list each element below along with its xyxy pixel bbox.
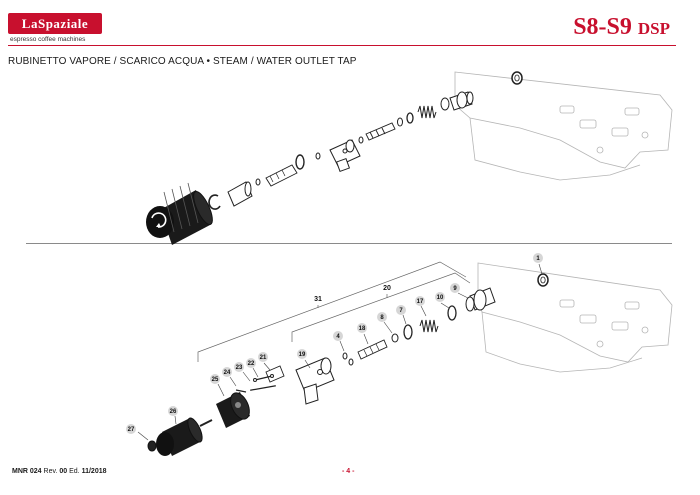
part-7-washer bbox=[402, 314, 413, 340]
callout-22-label: 22 bbox=[248, 361, 255, 367]
callout-21: 21 bbox=[258, 352, 268, 362]
logo-tagline: espresso coffee machines bbox=[10, 36, 86, 43]
footer-doc-info: MNR 024 Rev. 00 Ed. 11/2018 bbox=[12, 468, 107, 475]
section-divider bbox=[26, 243, 672, 244]
callout-18-label: 18 bbox=[359, 326, 366, 332]
knob-top bbox=[146, 182, 213, 245]
callout-8-label: 8 bbox=[380, 315, 384, 321]
footer-edition: 11/2018 bbox=[81, 468, 107, 475]
callout-9-label: 9 bbox=[453, 286, 457, 292]
callout-10: 10 bbox=[435, 292, 445, 302]
group-label-31: 31 bbox=[314, 296, 322, 303]
footer-ed-label: Ed. bbox=[69, 468, 80, 475]
part-19-tap-body bbox=[295, 357, 335, 405]
callout-17: 17 bbox=[415, 296, 425, 306]
callout-25-label: 25 bbox=[212, 377, 219, 383]
tap-body-fitting-top bbox=[440, 91, 474, 111]
callout-27-label: 27 bbox=[128, 427, 135, 433]
header-rule bbox=[8, 45, 676, 46]
callout-27: 27 bbox=[126, 424, 136, 434]
spring-top bbox=[417, 105, 437, 119]
section-title: RUBINETTO VAPORE / SCARICO ACQUA • STEAM… bbox=[8, 56, 357, 67]
valve-stem-top bbox=[365, 122, 396, 141]
callout-23-label: 23 bbox=[236, 365, 243, 371]
part-27-cap bbox=[137, 431, 157, 452]
frame-outline-bottom bbox=[477, 262, 673, 373]
part-24-pin bbox=[229, 376, 247, 393]
footer-doc-code: MNR 024 bbox=[12, 468, 42, 475]
part-18-stem bbox=[357, 333, 388, 360]
callout-4-label: 4 bbox=[336, 334, 340, 340]
callout-26: 26 bbox=[168, 406, 178, 416]
callout-22: 22 bbox=[246, 358, 256, 368]
part-17-spring bbox=[419, 305, 439, 333]
group-bracket-31 bbox=[197, 261, 467, 362]
part-10-oring bbox=[440, 302, 457, 321]
clip-top bbox=[208, 194, 221, 210]
model-sub: DSP bbox=[637, 19, 670, 38]
model-title: S8-S9 DSP bbox=[573, 14, 670, 41]
callout-19: 19 bbox=[297, 349, 307, 359]
part-26-knob bbox=[156, 415, 213, 456]
brand-logo: LaSpaziale bbox=[8, 13, 102, 34]
tap-body-top bbox=[329, 139, 361, 173]
callout-21-label: 21 bbox=[260, 355, 267, 361]
part-21-bracket bbox=[263, 362, 285, 383]
callout-10-label: 10 bbox=[437, 295, 444, 301]
callout-17-label: 17 bbox=[417, 299, 424, 305]
part-9-fitting bbox=[457, 287, 496, 312]
footer-rev-label: Rev. bbox=[43, 468, 58, 475]
callout-19-label: 19 bbox=[299, 352, 306, 358]
part-1-nut bbox=[537, 263, 549, 287]
callout-23: 23 bbox=[234, 362, 244, 372]
frame-outline-top bbox=[454, 71, 673, 181]
part-22-23-pins bbox=[242, 367, 276, 391]
top-assembly-view bbox=[146, 71, 673, 245]
footer-rev: 00 bbox=[59, 468, 68, 475]
callout-7-label: 7 bbox=[399, 308, 403, 314]
callout-24: 24 bbox=[222, 367, 232, 377]
callout-9: 9 bbox=[450, 283, 460, 293]
part-4-orings bbox=[339, 340, 354, 366]
callout-1-label: 1 bbox=[536, 256, 540, 262]
adapter-top bbox=[227, 181, 253, 207]
bottom-exploded-view: 1 9 10 17 7 8 18 4 bbox=[126, 253, 673, 456]
part-25-housing bbox=[216, 383, 250, 428]
callout-24-label: 24 bbox=[224, 370, 231, 376]
part-8-washer bbox=[383, 321, 399, 343]
callout-4: 4 bbox=[333, 331, 343, 341]
callout-25: 25 bbox=[210, 374, 220, 384]
oring-top bbox=[358, 136, 364, 144]
washers-top bbox=[397, 112, 414, 127]
callout-7: 7 bbox=[396, 305, 406, 315]
callout-18: 18 bbox=[357, 323, 367, 333]
callout-26-label: 26 bbox=[170, 409, 177, 415]
shaft-parts-top bbox=[255, 152, 321, 187]
page-number: - 4 - bbox=[342, 468, 355, 475]
callout-8: 8 bbox=[377, 312, 387, 322]
frame-nut-top bbox=[511, 71, 523, 85]
model-main: S8-S9 bbox=[573, 14, 632, 40]
group-label-20: 20 bbox=[383, 285, 391, 292]
logo-text: LaSpaziale bbox=[21, 15, 89, 31]
group-bracket-20 bbox=[291, 272, 471, 342]
callout-1: 1 bbox=[533, 253, 543, 263]
